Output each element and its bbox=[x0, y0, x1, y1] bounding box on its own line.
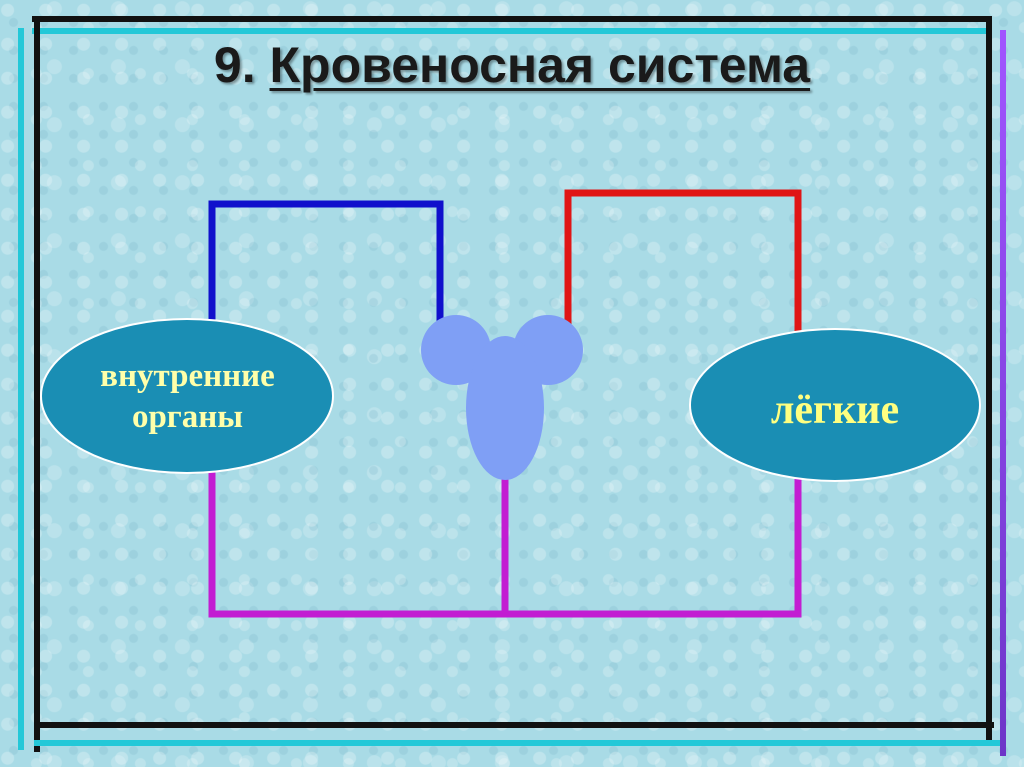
lungs-label: лёгкие bbox=[770, 387, 900, 433]
frame-right-dark bbox=[986, 20, 992, 740]
title-number: 9. bbox=[213, 37, 256, 93]
internal-organs-label-line1: внутренние bbox=[100, 358, 275, 394]
internal-organs-ellipse bbox=[40, 318, 334, 474]
frame-bottom-light bbox=[34, 740, 1000, 746]
frame-left-light bbox=[18, 28, 24, 750]
frame-left-dark bbox=[34, 22, 40, 752]
internal-organs-label-line2: органы bbox=[131, 399, 244, 435]
venous-vessel bbox=[208, 200, 444, 330]
heart-shape bbox=[421, 315, 583, 480]
title-text: Кровеносная система bbox=[269, 37, 811, 93]
page-title: 9. Кровеносная система bbox=[0, 36, 1024, 94]
frame-top-dark bbox=[32, 16, 992, 22]
frame-right-purple bbox=[1000, 30, 1006, 756]
lungs-ellipse bbox=[689, 328, 981, 482]
internal-organs-label: внутренние органы bbox=[60, 356, 315, 438]
arterial-vessel-lungs bbox=[564, 189, 802, 340]
frame-bottom-dark bbox=[34, 722, 994, 728]
frame-top-light bbox=[32, 28, 992, 34]
